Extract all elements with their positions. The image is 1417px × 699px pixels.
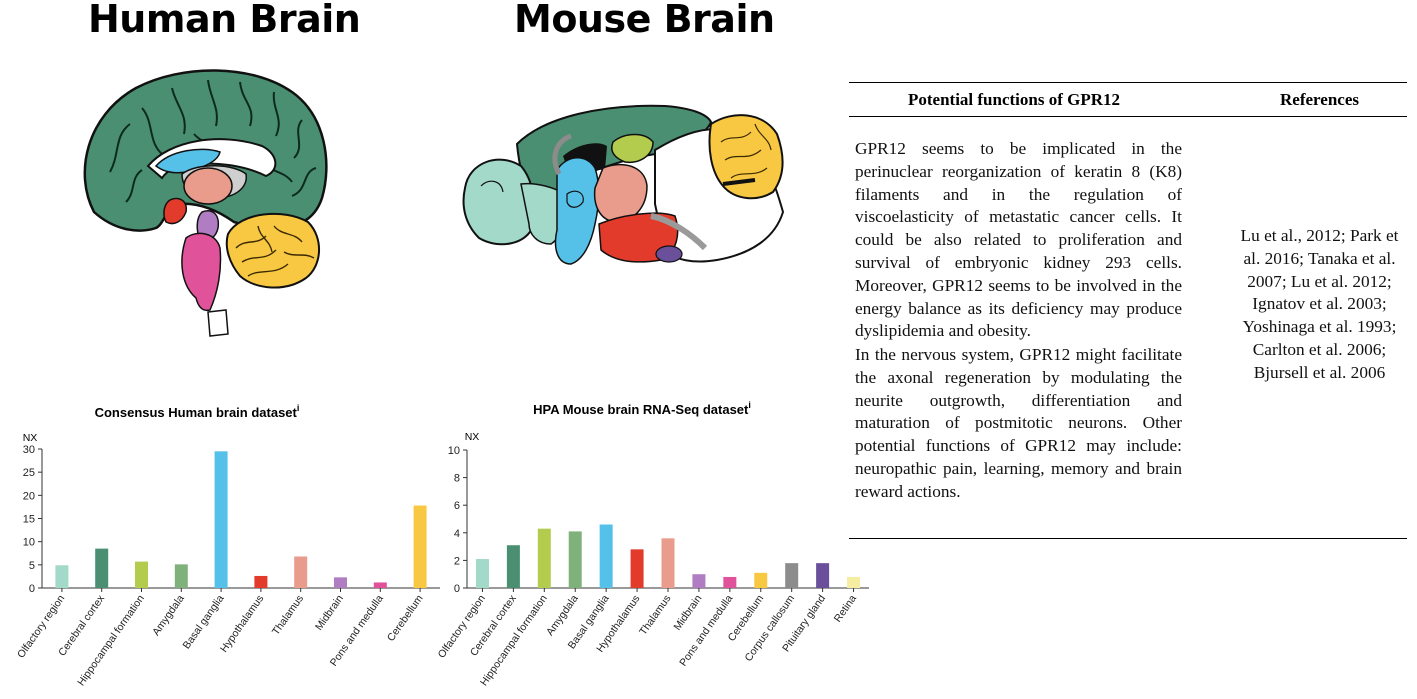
human-chart-bar: [294, 556, 308, 588]
human-chart-bar: [95, 548, 109, 588]
mouse-chart-bar: [661, 538, 675, 588]
mouse-thalamus: [593, 163, 648, 223]
mouse-chart-y-tick-label: 0: [454, 583, 460, 595]
mouse-chart-bar: [847, 576, 861, 588]
human-chart-y-tick-label: 15: [23, 514, 35, 526]
mouse-chart-bar: [723, 576, 737, 588]
mouse-chart-bar: [754, 572, 768, 588]
mouse-chart-bar: [599, 524, 613, 588]
table-bottom-rule: [849, 538, 1407, 539]
human-spinal-cord: [207, 309, 229, 337]
mouse-y-axis-label: NX: [465, 431, 480, 443]
functions-paragraph-general: GPR12 seems to be implicated in the peri…: [855, 139, 1182, 341]
mouse-chart-y-tick-label: 8: [454, 473, 460, 485]
human-chart-bar: [373, 582, 387, 588]
human-pons-medulla: [181, 232, 222, 312]
mouse-chart-bar: [630, 549, 644, 588]
mouse-chart-bar: [475, 559, 489, 588]
mouse-chart-bar: [568, 531, 582, 588]
mouse-brain-illustration: [462, 104, 785, 265]
mouse-chart-bar: [692, 574, 706, 588]
mouse-chart-bar: [506, 545, 520, 588]
human-chart-bar: [413, 505, 427, 588]
human-cerebellum: [225, 212, 321, 289]
functions-paragraph-nervous-system: In the nervous system, GPR12 might facil…: [855, 345, 1182, 501]
table-top-rule: [849, 82, 1407, 83]
human-chart-bar: [214, 451, 228, 588]
human-hypothalamus: [163, 197, 187, 225]
human-chart-y-tick-label: 25: [23, 467, 35, 479]
mouse-brain-title: Mouse Brain: [514, 0, 775, 41]
mouse-chart-bar: [816, 563, 830, 588]
mouse-chart-x-tick-label: Thalamus: [637, 593, 673, 638]
references-cell: Lu et al., 2012; Park et al. 2016; Tanak…: [1240, 226, 1399, 382]
human-chart-bar: [254, 575, 268, 588]
mouse-chart-x-tick-label: Retina: [832, 593, 859, 625]
human-chart-bar: [334, 577, 347, 588]
human-brain-illustration: [83, 69, 328, 337]
header-bottom-rule: [849, 116, 1407, 117]
human-chart-y-tick-label: 10: [23, 537, 35, 549]
human-chart-y-tick-label: 0: [29, 583, 35, 595]
references-column-header: References: [1280, 90, 1359, 109]
gpr12-functions-table: Potential functions of GPR12 References …: [849, 82, 1407, 540]
human-y-axis-label: NX: [23, 432, 38, 444]
mouse-chart-x-tick-label: Midbrain: [671, 593, 704, 633]
human-chart-y-tick-label: 5: [29, 560, 35, 572]
mouse-pituitary: [655, 245, 683, 263]
human-chart-bar: [135, 561, 148, 588]
mouse-basal-ganglia: [554, 157, 600, 265]
mouse-chart-y-tick-label: 10: [448, 445, 460, 457]
human-chart-y-tick-label: 30: [23, 444, 35, 456]
human-chart-bar: [174, 564, 188, 588]
functions-column-header: Potential functions of GPR12: [907, 90, 1121, 109]
mouse-chart-bar: [785, 563, 799, 588]
mouse-chart-bar: [537, 528, 551, 588]
human-basal-ganglia: [154, 148, 221, 174]
human-chart-y-tick-label: 20: [23, 490, 35, 502]
human-chart-title: Consensus Human brain dataseti: [95, 403, 300, 420]
mouse-chart-title: HPA Mouse brain RNA-Seq dataseti: [533, 400, 751, 417]
mouse-chart-y-tick-label: 6: [454, 500, 460, 512]
human-brain-title: Human Brain: [88, 0, 361, 41]
mouse-hippocampus: [611, 133, 654, 164]
human-thalamus: [183, 167, 233, 205]
human-chart-bar: [55, 565, 69, 588]
mouse-chart-y-tick-label: 2: [454, 555, 460, 567]
mouse-chart-y-tick-label: 4: [454, 528, 460, 540]
